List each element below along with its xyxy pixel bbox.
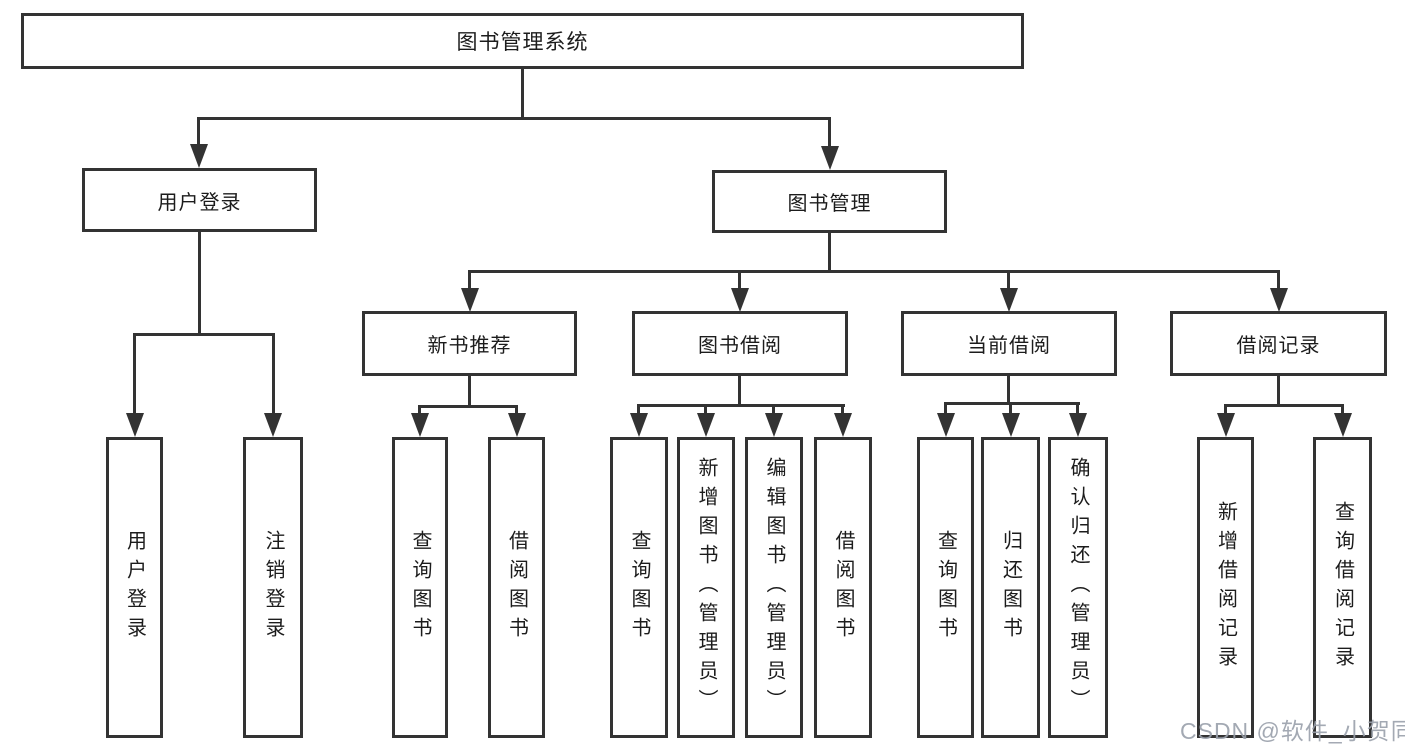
connector-arrowhead-icon <box>1000 288 1018 312</box>
node-root-label: 图书管理系统 <box>456 31 589 54</box>
connector-line <box>521 68 524 120</box>
leaf-query-borrow-record: 查询借阅记录 <box>1313 437 1372 738</box>
leaf-user-login-label: 用户登录 <box>123 529 146 646</box>
leaf-borrow-books-label: 借阅图书 <box>832 529 854 646</box>
leaf-query-books-borrowing: 查询图书 <box>610 437 668 738</box>
connector-line <box>841 404 844 415</box>
connector-arrowhead-icon <box>731 288 749 312</box>
connector-line <box>468 376 471 408</box>
leaf-return-books-label: 归还图书 <box>999 529 1022 646</box>
connector-arrowhead-icon <box>508 413 526 437</box>
connector-arrowhead-icon <box>1069 413 1087 437</box>
connector-arrowhead-icon <box>1217 413 1235 437</box>
connector-arrowhead-icon <box>461 288 479 312</box>
connector-line <box>1277 376 1280 407</box>
leaf-add-books-admin-label: 新增图书（管理员） <box>695 457 717 718</box>
connector-line <box>1007 270 1010 290</box>
leaf-confirm-return-admin: 确认归还（管理员） <box>1048 437 1108 738</box>
node-borrowing-records-label: 借阅记录 <box>1236 335 1321 357</box>
node-book-management: 图书管理 <box>712 170 947 233</box>
leaf-query-books-recommend: 查询图书 <box>392 437 448 738</box>
connector-line <box>944 402 947 415</box>
leaf-logout: 注销登录 <box>243 437 303 738</box>
node-current-borrowing-label: 当前借阅 <box>967 335 1051 357</box>
connector-line <box>133 333 275 336</box>
leaf-user-login: 用户登录 <box>106 437 163 738</box>
connector-line <box>197 117 200 147</box>
leaf-add-books-admin: 新增图书（管理员） <box>677 437 735 738</box>
connector-line <box>418 405 421 415</box>
connector-arrowhead-icon <box>1334 413 1352 437</box>
connector-arrowhead-icon <box>834 413 852 437</box>
connector-line <box>1224 404 1227 415</box>
node-current-borrowing: 当前借阅 <box>901 311 1117 376</box>
connector-arrowhead-icon <box>630 413 648 437</box>
node-new-book-recommend-label: 新书推荐 <box>427 335 512 357</box>
connector-line <box>515 405 518 415</box>
leaf-query-borrow-record-label: 查询借阅记录 <box>1331 500 1354 675</box>
leaf-query-books-current-label: 查询图书 <box>934 529 957 646</box>
leaf-return-books: 归还图书 <box>981 437 1040 738</box>
connector-arrowhead-icon <box>126 413 144 437</box>
connector-arrowhead-icon <box>937 413 955 437</box>
connector-arrowhead-icon <box>697 413 715 437</box>
connector-line <box>468 270 471 290</box>
node-borrowing-records: 借阅记录 <box>1170 311 1387 376</box>
connector-line <box>198 231 201 336</box>
connector-line <box>133 333 136 415</box>
leaf-borrow-books-recommend: 借阅图书 <box>488 437 545 738</box>
node-user-login: 用户登录 <box>82 168 317 232</box>
connector-line <box>772 404 775 415</box>
connector-line <box>738 270 741 290</box>
connector-line <box>704 404 707 415</box>
watermark: CSDN @软件_小贺同学 <box>1180 718 1405 744</box>
connector-line <box>828 233 831 273</box>
connector-arrowhead-icon <box>411 413 429 437</box>
connector-arrowhead-icon <box>765 413 783 437</box>
connector-line <box>637 404 640 415</box>
connector-line <box>197 117 831 120</box>
connector-line <box>272 333 275 415</box>
connector-line <box>1009 402 1012 415</box>
connector-arrowhead-icon <box>1002 413 1020 437</box>
connector-arrowhead-icon <box>190 144 208 168</box>
node-book-borrowing: 图书借阅 <box>632 311 848 376</box>
leaf-edit-books-admin-label: 编辑图书（管理员） <box>763 457 785 718</box>
leaf-query-books-current: 查询图书 <box>917 437 974 738</box>
leaf-query-books-borrowing-label: 查询图书 <box>628 529 650 646</box>
node-user-login-label: 用户登录 <box>157 191 242 214</box>
connector-line <box>1007 376 1010 405</box>
connector-line <box>738 376 741 407</box>
connector-arrowhead-icon <box>821 146 839 170</box>
connector-line <box>418 405 518 408</box>
leaf-confirm-return-admin-label: 确认归还（管理员） <box>1067 457 1089 718</box>
node-root: 图书管理系统 <box>21 13 1024 69</box>
connector-line <box>637 404 845 407</box>
connector-line <box>1076 402 1079 415</box>
connector-line <box>828 117 831 149</box>
connector-arrowhead-icon <box>264 413 282 437</box>
connector-line <box>944 402 1080 405</box>
node-new-book-recommend: 新书推荐 <box>362 311 577 376</box>
leaf-add-borrow-record-label: 新增借阅记录 <box>1214 500 1237 675</box>
leaf-add-borrow-record: 新增借阅记录 <box>1197 437 1254 738</box>
leaf-edit-books-admin: 编辑图书（管理员） <box>745 437 803 738</box>
leaf-borrow-books: 借阅图书 <box>814 437 872 738</box>
connector-line <box>1341 404 1344 415</box>
node-book-borrowing-label: 图书借阅 <box>698 335 782 357</box>
leaf-query-books-recommend-label: 查询图书 <box>409 529 431 646</box>
node-book-management-label: 图书管理 <box>787 193 872 215</box>
connector-line <box>1277 270 1280 290</box>
connector-line <box>468 270 1280 273</box>
leaf-borrow-books-recommend-label: 借阅图书 <box>505 529 528 646</box>
connector-arrowhead-icon <box>1270 288 1288 312</box>
connector-line <box>1224 404 1344 407</box>
leaf-logout-label: 注销登录 <box>262 529 284 646</box>
